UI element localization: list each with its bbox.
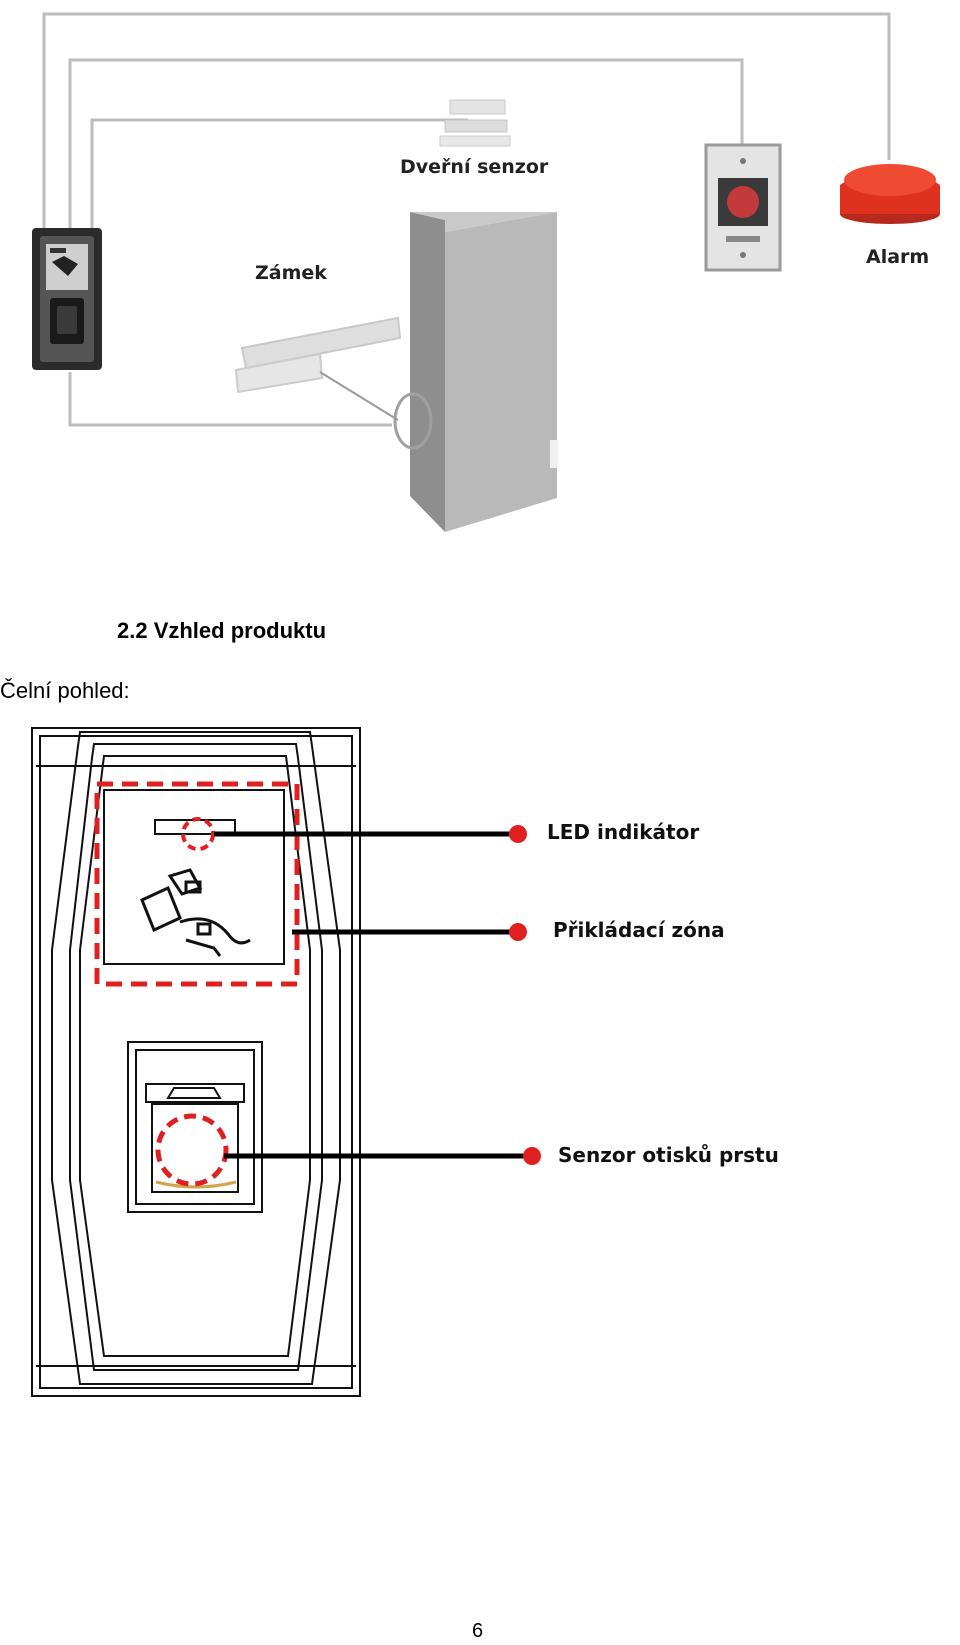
led-indicator-label: LED indikátor: [547, 820, 700, 844]
lock-label: Zámek: [255, 262, 327, 284]
fingerprint-callout-dot: [523, 1147, 541, 1165]
door-image: [393, 212, 558, 532]
wiring-lines: [42, 12, 891, 427]
callout-lines: [214, 831, 528, 1159]
device-outline: [31, 727, 361, 1397]
led-dashed-circle: [181, 817, 215, 851]
callout-dots: [509, 825, 541, 1165]
door-sensor-image: [439, 99, 511, 147]
card-zone-dashed-frame: [94, 781, 300, 987]
card-zone-label: Přikládací zóna: [553, 918, 725, 942]
front-view-label: Čelní pohled:: [0, 678, 130, 703]
alarm-image: [840, 164, 940, 224]
led-callout-dot: [509, 825, 527, 843]
alarm-label: Alarm: [866, 246, 930, 268]
card-zone-panel: [103, 789, 285, 965]
exit-button-image: [704, 143, 782, 272]
page-number: 6: [472, 1620, 484, 1642]
reader-device-image: [32, 228, 102, 370]
fingerprint-dashed-circle: [155, 1113, 229, 1187]
fingerprint-sensor-label: Senzor otisků prstu: [558, 1143, 779, 1167]
door-sensor-label: Dveřní senzor: [400, 156, 549, 178]
highlight-markers: [94, 781, 300, 987]
fingerprint-module: [127, 1041, 263, 1213]
lock-image: [234, 316, 402, 421]
card-zone-callout-dot: [509, 923, 527, 941]
section-heading: 2.2 Vzhled produktu: [117, 618, 327, 643]
hand-card-icon: [140, 868, 251, 957]
